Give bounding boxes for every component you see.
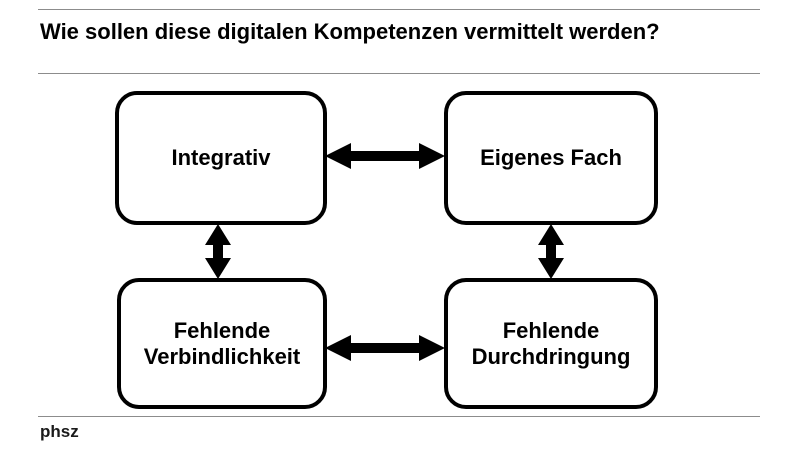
diagram-box-label: Fehlende Verbindlichkeit <box>143 317 301 369</box>
footer-rule <box>38 416 760 417</box>
diagram-box-label: Fehlende Durchdringung <box>471 317 631 369</box>
double-arrow-horizontal-top-icon <box>325 140 445 172</box>
diagram-box-eigenes-fach[interactable]: Eigenes Fach <box>444 91 658 225</box>
header-rule-top <box>38 9 760 10</box>
footer-logo-text: phsz <box>40 422 79 441</box>
diagram-box-label: Integrativ <box>171 145 271 170</box>
double-arrow-horizontal-bottom-icon <box>325 332 445 364</box>
diagram-box-label: Eigenes Fach <box>480 145 622 170</box>
diagram-box-fehlende-durchdringung[interactable]: Fehlende Durchdringung <box>444 278 658 409</box>
diagram-box-fehlende-verbindlichkeit[interactable]: Fehlende Verbindlichkeit <box>117 278 327 409</box>
double-arrow-vertical-right-icon <box>535 224 567 279</box>
diagram-box-integrativ[interactable]: Integrativ <box>115 91 327 225</box>
page-title: Wie sollen diese digitalen Kompetenzen v… <box>40 19 660 44</box>
double-arrow-vertical-left-icon <box>202 224 234 279</box>
header-rule-bottom <box>38 73 760 74</box>
